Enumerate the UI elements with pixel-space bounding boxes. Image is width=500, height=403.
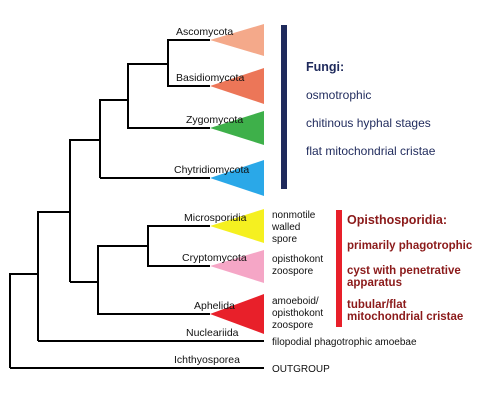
label-aphelida: Aphelida — [194, 300, 235, 312]
branch-ascomycota — [167, 39, 210, 64]
opisthosporidia-title: Opisthosporidia: — [347, 213, 447, 227]
annotation-aphelida-3: zoospore — [272, 320, 314, 331]
annotation-microsporidia-3: spore — [272, 234, 297, 245]
fungi-title: Fungi: — [306, 60, 344, 74]
fungi-trait-3: flat mitochondrial cristae — [306, 144, 436, 158]
fungi-trait-1: osmotrophic — [306, 88, 371, 102]
wedge-chytridiomycota — [210, 160, 264, 196]
label-ichthyosporea: Ichthyosporea — [174, 354, 240, 366]
label-cryptomycota: Cryptomycota — [182, 252, 247, 264]
branch-holomycota — [37, 211, 70, 341]
annotation-outgroup: OUTGROUP — [272, 364, 330, 375]
wedge-cryptomycota — [210, 250, 264, 283]
label-nucleariida: Nucleariida — [186, 327, 239, 339]
opisthosporidia-trait-3b: mitochondrial cristae — [347, 311, 463, 323]
branch-fungi-stem — [99, 99, 128, 140]
opisthosporidia-bracket — [336, 210, 342, 327]
branch-cryptomycota — [147, 246, 210, 267]
wedge-microsporidia — [210, 209, 264, 243]
fungi-bracket — [281, 25, 287, 189]
annotation-microsporidia-1: nonmotile — [272, 210, 316, 221]
fungi-trait-2: chitinous hyphal stages — [306, 116, 431, 130]
branch-root — [9, 273, 38, 368]
wedge-aphelida — [210, 294, 264, 334]
opisthosporidia-trait-2b: apparatus — [347, 277, 402, 289]
branch-basidiomycota — [167, 64, 210, 87]
wedge-basidiomycota — [210, 68, 264, 104]
label-basidiomycota: Basidiomycota — [176, 72, 244, 84]
branch-opisthosporidia-stem — [70, 245, 148, 283]
branch-aphelida — [97, 282, 210, 315]
annotation-aphelida-2: opisthokont — [272, 308, 323, 319]
annotation-nucleariida: filopodial phagotrophic amoebae — [272, 337, 417, 348]
annotation-cryptomycota-1: opisthokont — [272, 254, 323, 265]
branch-dikarya-zygo — [127, 63, 168, 100]
opisthosporidia-trait-2: cyst with penetrative — [347, 265, 461, 277]
opisthosporidia-trait-1: primarily phagotrophic — [347, 240, 473, 252]
annotation-microsporidia-2: walled — [271, 222, 300, 233]
label-zygomycota: Zygomycota — [186, 114, 243, 126]
tree-branches — [9, 39, 264, 369]
label-ascomycota: Ascomycota — [176, 26, 233, 38]
label-chytridiomycota: Chytridiomycota — [174, 164, 249, 176]
branch-microsporidia — [147, 225, 210, 246]
branch-zygomycota — [127, 100, 210, 129]
label-microsporidia: Microsporidia — [184, 212, 247, 224]
wedge-ascomycota — [210, 24, 264, 56]
annotation-aphelida-1: amoeboid/ — [272, 296, 319, 307]
opisthosporidia-trait-3: tubular/flat — [347, 299, 407, 311]
annotation-cryptomycota-2: zoospore — [272, 266, 314, 277]
wedge-zygomycota — [210, 111, 264, 145]
branch-fungi-opisthosporidia — [69, 139, 100, 282]
